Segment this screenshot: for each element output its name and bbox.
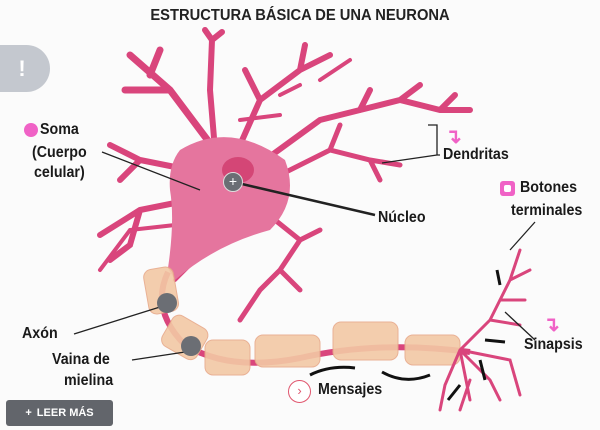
soma-marker-icon [24,123,38,137]
nucleus-hotspot-plus-icon[interactable]: + [223,172,243,192]
info-tab[interactable]: ! [0,45,50,92]
axon-terminals [438,248,532,412]
botones-label-1: Botones [520,179,578,196]
dendritas-arrow-icon[interactable]: ↴ [445,126,462,148]
vaina-label-1: Vaina de [52,351,110,368]
mensajes-chevron-right-icon[interactable]: › [288,380,311,403]
axon-label: Axón [22,325,58,342]
dendrites [97,27,473,323]
axon-hotspot[interactable] [157,293,177,313]
myelin-sheath [143,266,461,376]
exclamation-icon: ! [18,55,26,81]
nucleo-label: Núcleo [378,209,426,226]
mensajes-label: Mensajes [318,381,383,398]
sinapsis-arrow-icon[interactable]: ↴ [543,314,560,336]
myelin-hotspot[interactable] [181,336,201,356]
botones-label-2: terminales [511,202,583,219]
sinapsis-label: Sinapsis [524,336,583,353]
leer-mas-label: LEER MÁS [36,407,94,419]
leader-lines [73,124,536,361]
vaina-label-2: mielina [64,372,114,389]
leer-mas-button[interactable]: + LEER MÁS [6,400,113,426]
message-arrows [309,269,506,401]
page-title: ESTRUCTURA BÁSICA DE UNA NEURONA [150,7,450,24]
soma-sub-label-2: celular) [34,164,85,181]
soma-sub-label-1: (Cuerpo [32,144,87,161]
soma-label: Soma [40,121,79,138]
plus-icon: + [25,407,32,419]
dendritas-label: Dendritas [443,146,509,163]
soma-body [168,137,290,280]
botones-marker-icon[interactable] [500,181,515,196]
